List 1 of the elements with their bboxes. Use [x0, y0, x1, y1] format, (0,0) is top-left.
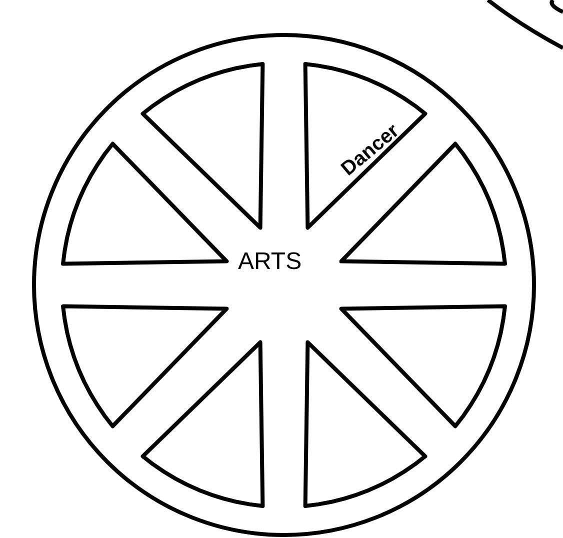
hub-label: ARTS	[238, 248, 302, 276]
